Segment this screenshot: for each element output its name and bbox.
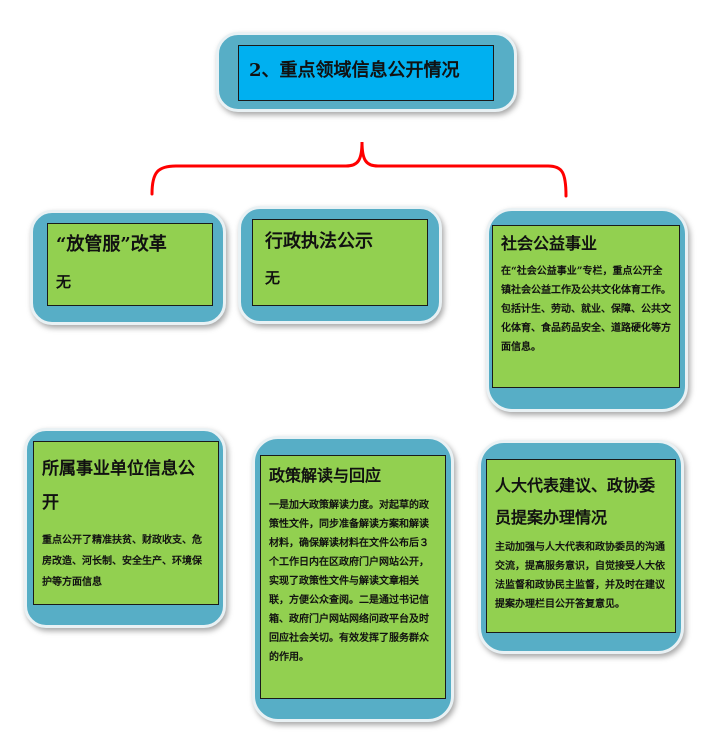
box-public-welfare: 社会公益事业 在“社会公益事业”专栏，重点公开全镇社会公益工作及公共文化体育工作… xyxy=(492,225,680,388)
box-npc-cppcc-body: 主动加强与人大代表和政协委员的沟通交流，提高服务意识，自觉接受人大依法监督和政协… xyxy=(495,542,665,610)
box-affiliated-units-frame: 所属事业单位信息公开 重点公开了精准扶贫、财政收支、危房改造、河长制、安全生产、… xyxy=(24,428,226,628)
box-public-welfare-frame: 社会公益事业 在“社会公益事业”专栏，重点公开全镇社会公益工作及公共文化体育工作… xyxy=(486,208,688,412)
box-fangguanfu: “放管服”改革 无 xyxy=(47,223,213,306)
box-public-welfare-heading: 社会公益事业 xyxy=(501,234,598,253)
box-fangguanfu-frame: “放管服”改革 无 xyxy=(30,210,226,325)
connector-bracket xyxy=(150,141,568,198)
box-policy-interpretation-heading: 政策解读与回应 xyxy=(269,466,382,485)
box-policy-interpretation: 政策解读与回应 一是加大政策解读力度。对起草的政策性文件，同步准备解读方案和解读… xyxy=(260,455,446,699)
box-affiliated-units-heading: 所属事业单位信息公开 xyxy=(42,459,195,513)
box-enforcement-body: 无 xyxy=(265,269,281,287)
title-box: 2、重点领域信息公开情况 xyxy=(238,45,494,101)
box-npc-cppcc: 人大代表建议、政协委员提案办理情况 主动加强与人大代表和政协委员的沟通交流，提高… xyxy=(486,459,676,633)
box-policy-interpretation-frame: 政策解读与回应 一是加大政策解读力度。对起草的政策性文件，同步准备解读方案和解读… xyxy=(252,436,454,722)
box-public-welfare-body: 在“社会公益事业”专栏，重点公开全镇社会公益工作及公共文化体育工作。包括计生、劳… xyxy=(501,266,671,353)
box-enforcement-frame: 行政执法公示 无 xyxy=(238,206,442,324)
title-box-frame: 2、重点领域信息公开情况 xyxy=(216,32,517,112)
box-enforcement: 行政执法公示 无 xyxy=(252,219,428,306)
diagram-title: 2、重点领域信息公开情况 xyxy=(249,60,460,81)
box-fangguanfu-heading: “放管服”改革 xyxy=(56,234,167,255)
box-policy-interpretation-body: 一是加大政策解读力度。对起草的政策性文件，同步准备解读方案和解读材料，确保解读材… xyxy=(269,500,429,663)
box-affiliated-units: 所属事业单位信息公开 重点公开了精准扶贫、财政收支、危房改造、河长制、安全生产、… xyxy=(33,441,219,605)
box-npc-cppcc-frame: 人大代表建议、政协委员提案办理情况 主动加强与人大代表和政协委员的沟通交流，提高… xyxy=(478,440,684,654)
box-fangguanfu-body: 无 xyxy=(56,273,72,291)
box-npc-cppcc-heading: 人大代表建议、政协委员提案办理情况 xyxy=(495,476,656,527)
box-affiliated-units-body: 重点公开了精准扶贫、财政收支、危房改造、河长制、安全生产、环境保护等方面信息 xyxy=(42,535,202,588)
box-enforcement-heading: 行政执法公示 xyxy=(265,231,373,252)
